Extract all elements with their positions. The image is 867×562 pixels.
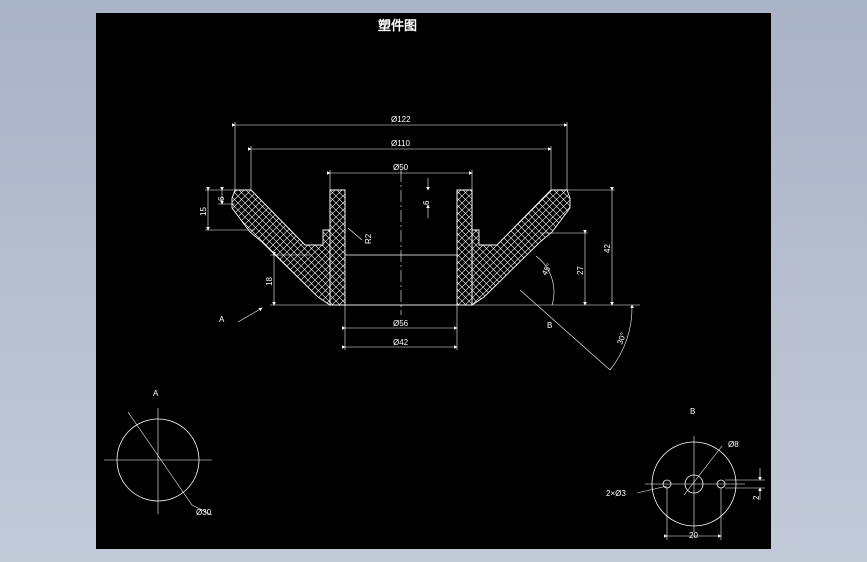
view-arrow-a-label: A (219, 315, 225, 324)
view-arrow-a (237, 307, 263, 323)
view-b-label: B (690, 407, 695, 416)
view-a-diameter: Ø30 (196, 508, 212, 517)
drawing-sheet (96, 13, 771, 549)
arc-45 (535, 255, 555, 306)
dim-h15: 15 (199, 207, 208, 216)
view-arrow-b-label: B (547, 321, 552, 330)
view-b-offset: 2 (752, 495, 761, 500)
view-b-width: 20 (689, 531, 698, 540)
view-a: A Ø30 (104, 389, 213, 517)
dim-h27: 27 (576, 266, 585, 275)
part-hub-left (329, 189, 346, 306)
dim-d50: Ø50 (393, 163, 409, 172)
leader-r2 (347, 227, 363, 241)
view-b-leader-d8 (683, 445, 723, 496)
view-line-b (519, 289, 611, 371)
dim-a30: 30° (615, 331, 628, 345)
arc-30 (609, 304, 634, 371)
part-section-right (456, 189, 571, 306)
dim-a45: 45° (540, 262, 554, 277)
dim-d110: Ø110 (391, 139, 411, 148)
view-a-leader (127, 411, 193, 506)
view-a-label: A (153, 389, 159, 398)
dim-r2: R2 (364, 233, 373, 244)
view-b-leader-holes (636, 485, 668, 494)
dim-h6-inner: 6 (422, 200, 431, 205)
dim-h6-left: 6 (217, 196, 226, 201)
view-b: B Ø8 2×Ø3 20 2 (606, 407, 765, 540)
dim-h42: 42 (603, 244, 612, 253)
view-b-diameter: Ø8 (728, 440, 739, 449)
dim-d56: Ø56 (393, 319, 409, 328)
drawing-title: 塑件图 (378, 18, 417, 34)
dim-h18: 18 (265, 277, 274, 286)
part-hub-right (456, 189, 473, 306)
section-view: Ø122 Ø110 Ø50 Ø56 Ø42 6 15 18 6 R2 (199, 115, 640, 371)
view-a-leader-tail (191, 504, 213, 516)
dim-d42: Ø42 (393, 338, 409, 347)
part-section-left (231, 189, 346, 306)
view-b-holes: 2×Ø3 (606, 489, 626, 498)
dim-d122: Ø122 (391, 115, 411, 124)
